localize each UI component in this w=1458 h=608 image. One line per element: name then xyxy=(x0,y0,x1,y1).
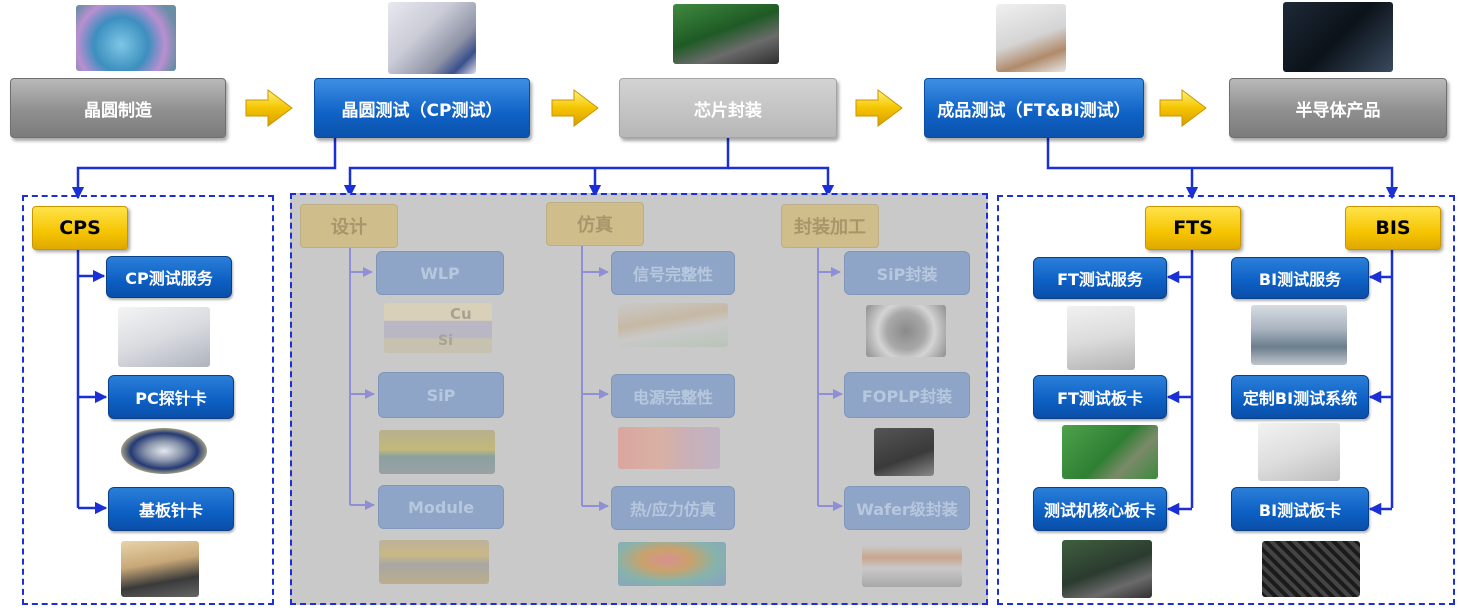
ft-test-equipment-image xyxy=(1067,306,1135,370)
thermal-stress-map-image xyxy=(618,542,726,586)
substrate-probe-card-image xyxy=(121,541,199,597)
wafer-image xyxy=(76,5,176,71)
sip-package-image xyxy=(866,305,946,357)
wlp-cross-section-image: Cu Si xyxy=(384,303,492,353)
bi-test-lab-image xyxy=(1251,305,1347,365)
cps-item-cp-test-service: CP测试服务 xyxy=(106,256,232,298)
wafer-level-package-image xyxy=(862,545,962,587)
signal-integrity-chart-image xyxy=(618,303,728,347)
packaging-processing-sip: SiP封装 xyxy=(844,251,970,295)
packaging-simulation-thermal-stress: 热/应力仿真 xyxy=(611,486,735,530)
cp-test-equipment-image xyxy=(118,307,210,367)
ft-handler-image xyxy=(996,4,1066,72)
fts-item-ft-test-service: FT测试服务 xyxy=(1033,257,1167,299)
cps-title: CPS xyxy=(32,206,128,250)
packaging-design-sip: SiP xyxy=(378,372,504,418)
packaging-processing-foplp: FOPLP封装 xyxy=(844,372,970,418)
bis-title: BIS xyxy=(1345,206,1441,250)
process-step-semiconductor-product: 半导体产品 xyxy=(1229,78,1447,138)
process-step-ft-bi-test: 成品测试（FT&BI测试） xyxy=(924,78,1144,138)
process-step-wafer-manufacturing: 晶圆制造 xyxy=(10,78,226,138)
packaging-design-module: Module xyxy=(378,485,504,529)
ft-test-board-image xyxy=(1062,425,1158,479)
bis-item-custom-bi-system: 定制BI测试系统 xyxy=(1231,375,1369,419)
module-cross-section-image xyxy=(379,540,489,584)
bis-item-bi-test-board: BI测试板卡 xyxy=(1231,487,1369,531)
packaging-simulation-power-integrity: 电源完整性 xyxy=(611,374,735,418)
fts-title: FTS xyxy=(1145,206,1241,250)
bi-system-chamber-image xyxy=(1258,423,1340,481)
cp-tester-image xyxy=(388,2,476,74)
packaging-simulation-signal-integrity: 信号完整性 xyxy=(611,251,735,295)
chip-package-image xyxy=(673,4,779,64)
bi-test-board-image xyxy=(1262,541,1360,597)
packaging-processing-wafer-level: Wafer级封装 xyxy=(844,486,970,530)
cps-item-substrate-probe-card: 基板针卡 xyxy=(108,487,234,531)
wlp-cu-label: Cu xyxy=(450,305,472,323)
bis-item-bi-test-service: BI测试服务 xyxy=(1231,257,1369,299)
packaging-processing-title: 封装加工 xyxy=(781,204,879,248)
probe-card-image xyxy=(121,428,207,474)
fts-item-ft-test-board: FT测试板卡 xyxy=(1033,375,1167,419)
foplp-package-image xyxy=(874,428,934,476)
packaging-design-wlp: WLP xyxy=(376,251,504,295)
sip-cross-section-image xyxy=(379,430,495,474)
fts-bis-group xyxy=(997,195,1455,605)
packaging-simulation-title: 仿真 xyxy=(546,202,644,246)
packaging-design-title: 设计 xyxy=(300,204,398,248)
wlp-si-label: Si xyxy=(438,333,453,349)
power-integrity-map-image xyxy=(618,427,720,469)
cps-group xyxy=(22,195,274,605)
cps-item-probe-card: PC探针卡 xyxy=(108,375,234,419)
process-step-cp-test: 晶圆测试（CP测试） xyxy=(314,78,530,138)
kirin-chip-image xyxy=(1283,2,1393,72)
fts-item-tester-core-board: 测试机核心板卡 xyxy=(1033,487,1167,531)
process-step-chip-packaging: 芯片封装 xyxy=(619,78,837,138)
tester-core-board-image xyxy=(1062,540,1152,598)
